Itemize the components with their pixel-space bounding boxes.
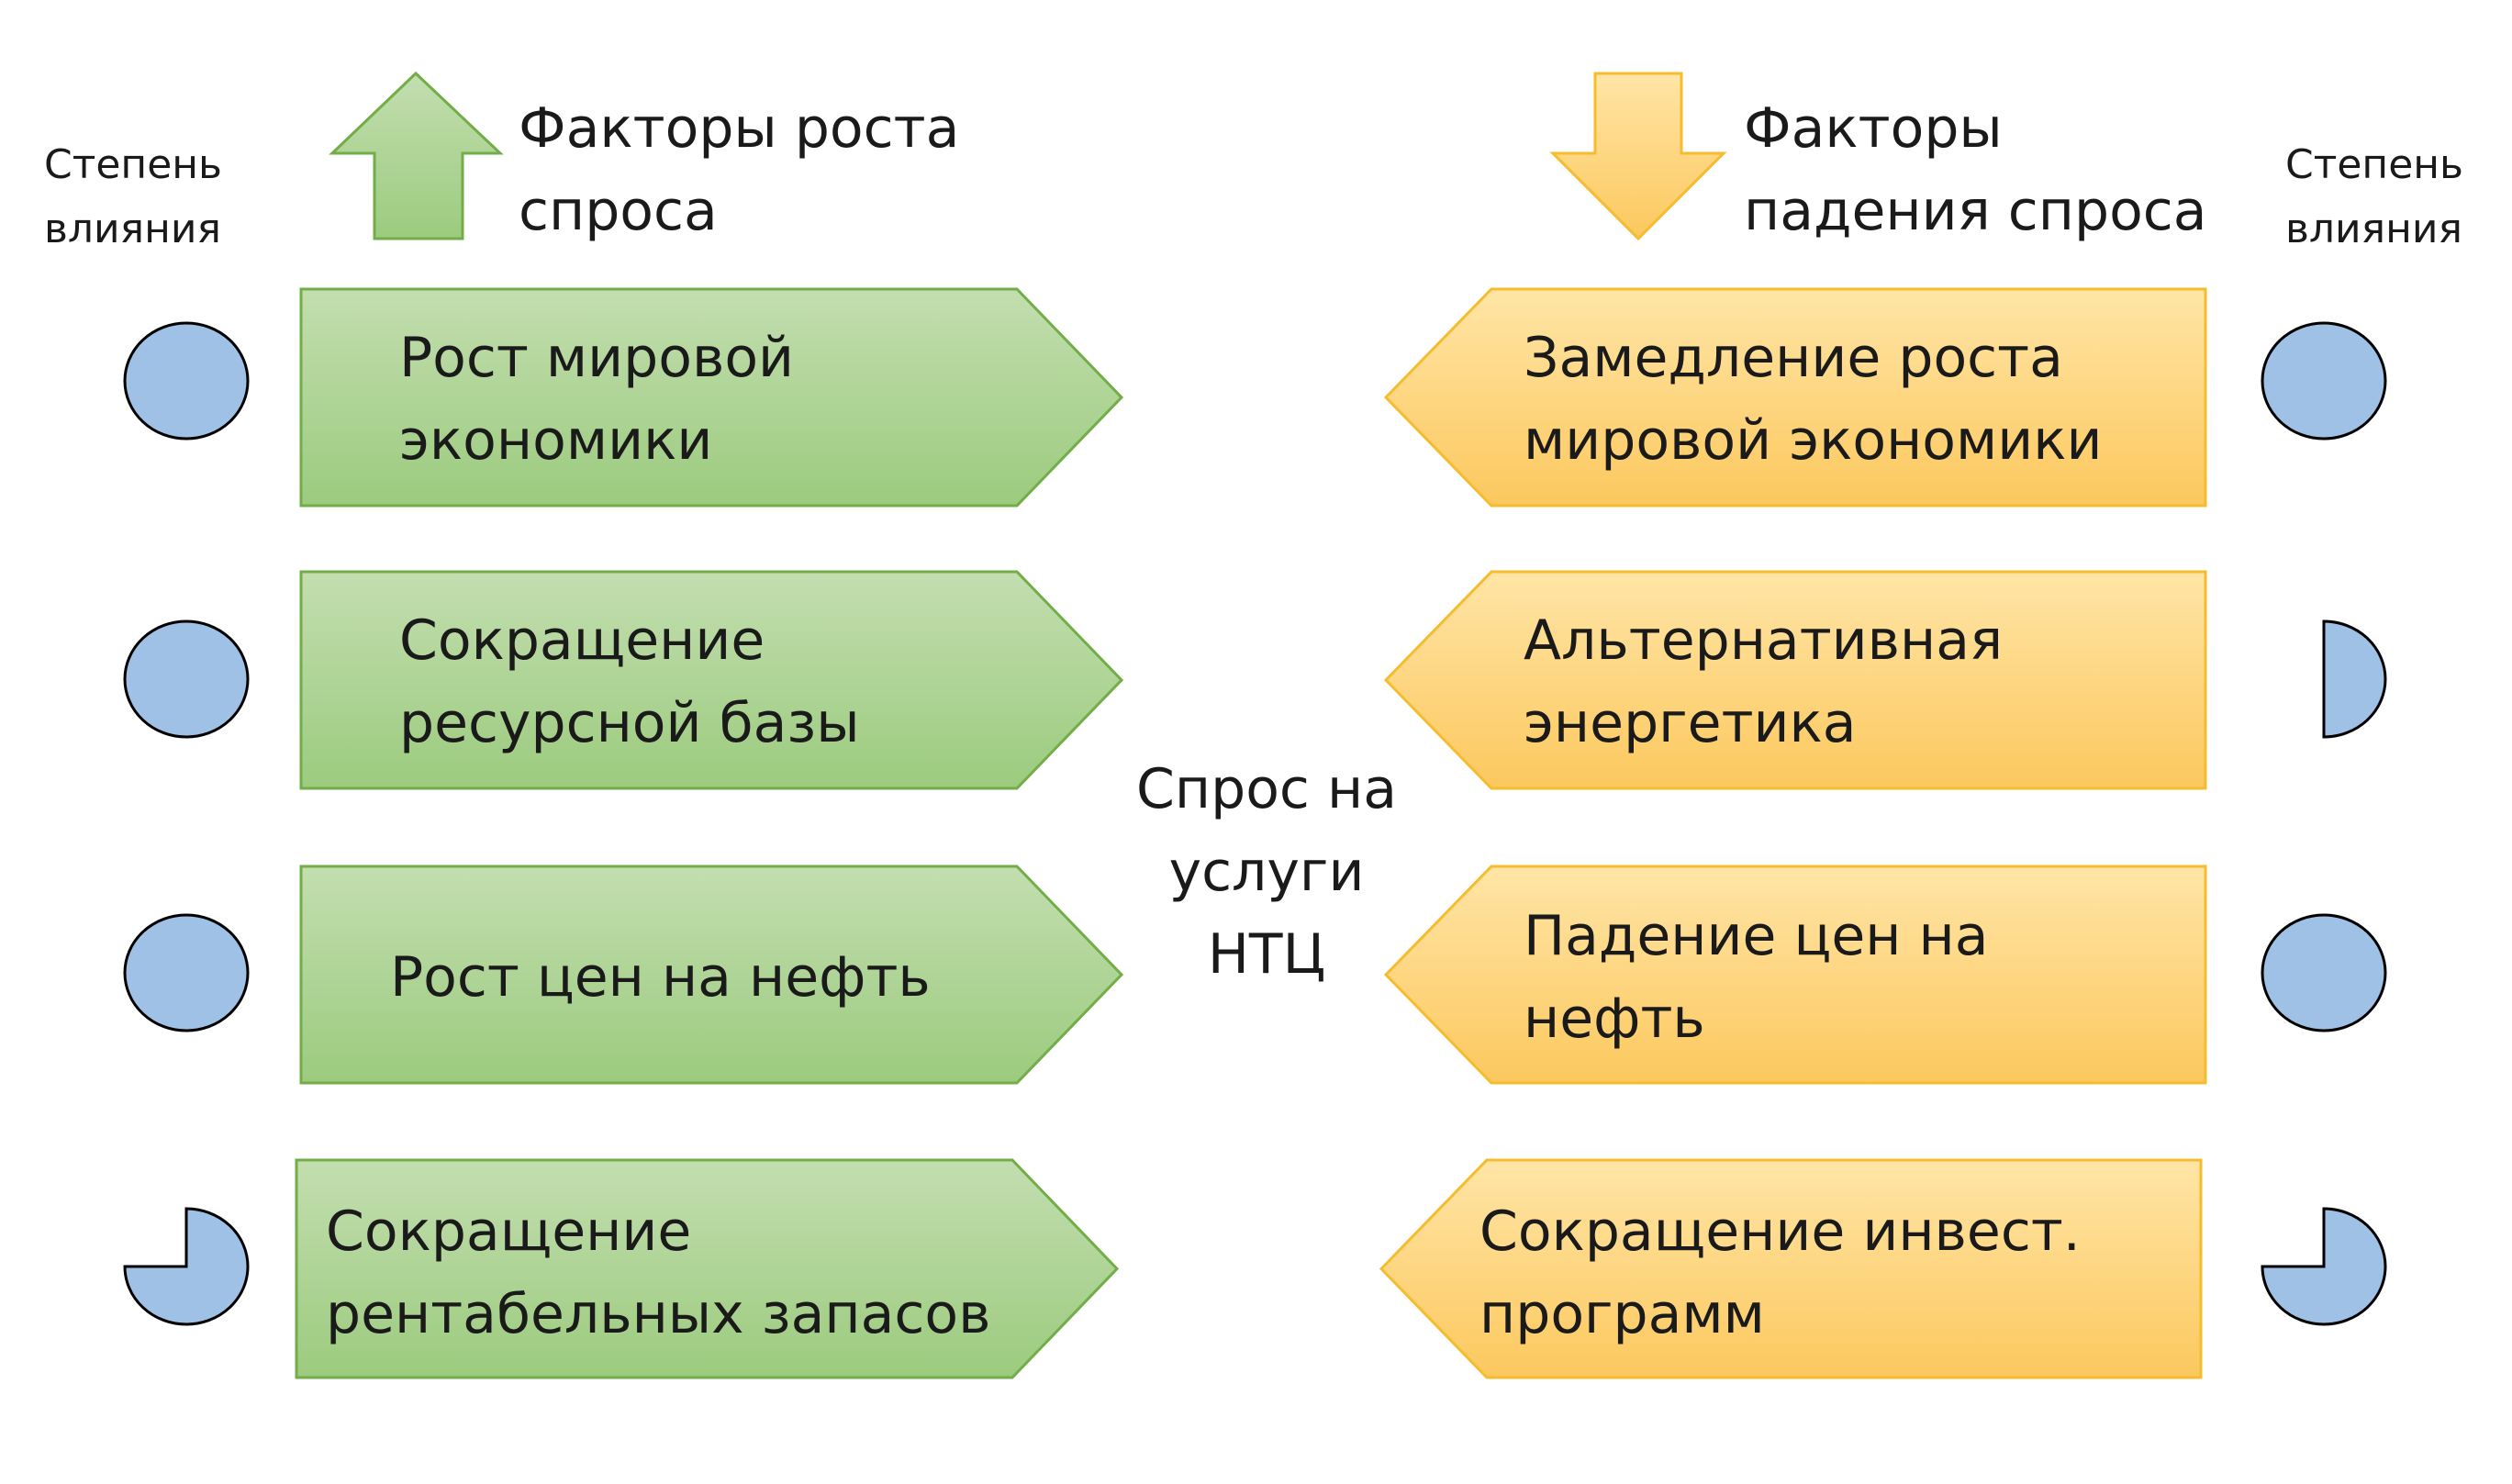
decline-down-arrow-icon	[1549, 72, 1727, 241]
growth-factor-label: Сокращение рентабельных запасов	[326, 1199, 991, 1346]
growth-factor-arrow	[299, 570, 1124, 790]
decline-impact-marker	[2261, 1207, 2387, 1326]
growth-impact-marker	[123, 321, 250, 441]
growth-factors-title: Факторы роста спроса	[519, 96, 960, 243]
growth-impact-marker	[123, 1207, 250, 1326]
decline-factors-title: Факторы падения спроса	[1744, 96, 2207, 243]
growth-factor-label: Сокращение ресурсной базы	[399, 608, 860, 755]
growth-impact-marker	[123, 913, 250, 1032]
growth-impact-marker	[123, 619, 250, 739]
left-impact-header: Степень влияния	[44, 141, 222, 252]
decline-factor-arrow	[1379, 1158, 2203, 1379]
growth-factor-arrow	[295, 1158, 1120, 1379]
growth-factor-arrow	[299, 287, 1124, 508]
decline-factor-label: Альтернативная энергетика	[1524, 608, 2004, 755]
decline-impact-marker	[2322, 619, 2387, 739]
growth-factor-label: Рост мировой экономики	[399, 326, 795, 473]
growth-factor-arrow	[299, 865, 1124, 1085]
decline-factor-label: Сокращение инвест. программ	[1479, 1199, 2081, 1346]
decline-impact-marker	[2261, 321, 2387, 441]
growth-factor-label: Рост цен на нефть	[390, 945, 931, 1010]
decline-factor-label: Падение цен на нефть	[1524, 904, 1989, 1051]
decline-factor-label: Замедление роста мировой экономики	[1524, 326, 2103, 473]
decline-factor-arrow	[1383, 865, 2207, 1085]
growth-up-arrow-icon	[329, 71, 504, 240]
central-demand-label: Спрос на услуги НТЦ	[1136, 757, 1397, 987]
decline-factor-arrow	[1383, 287, 2207, 508]
decline-factor-arrow	[1383, 570, 2207, 790]
decline-impact-marker	[2261, 913, 2387, 1032]
right-impact-header: Степень влияния	[2285, 141, 2463, 252]
